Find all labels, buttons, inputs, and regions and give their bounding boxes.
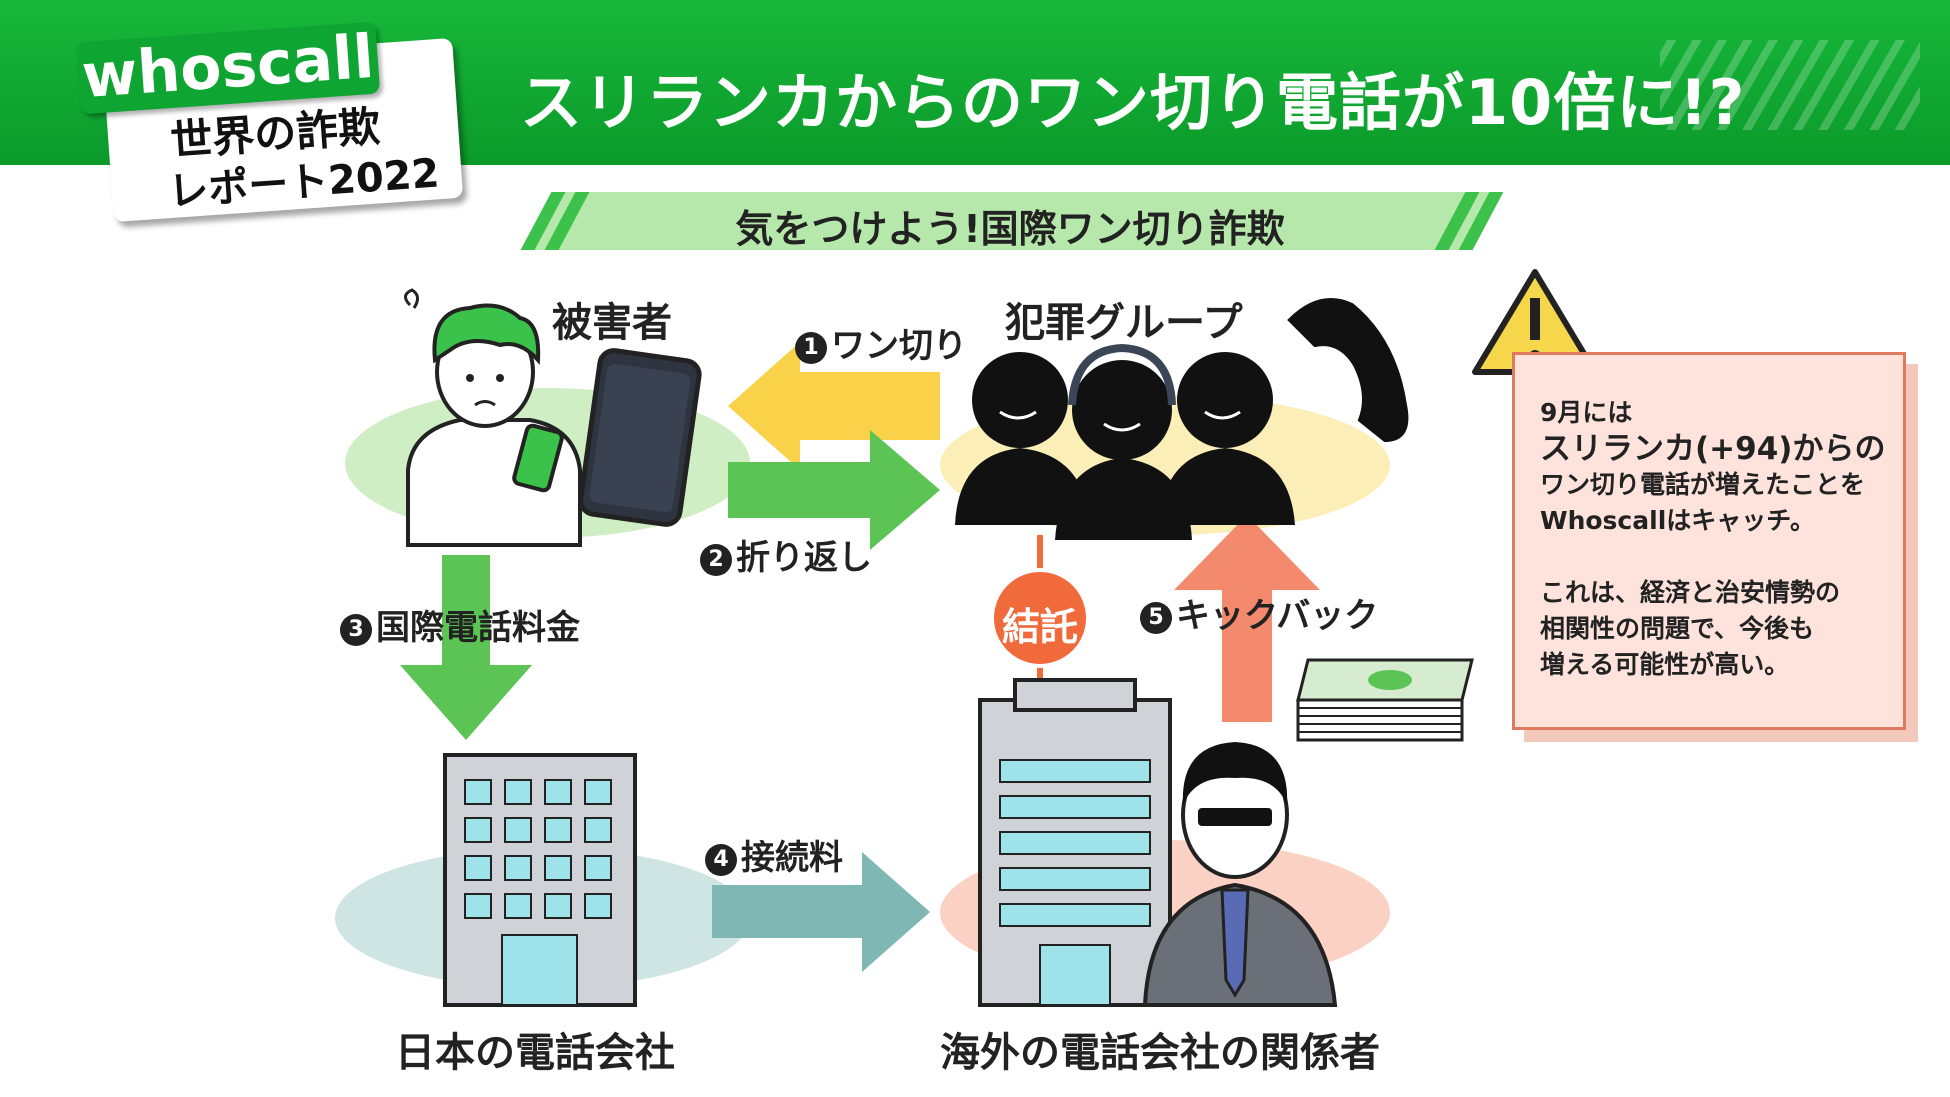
- collusion-label: 結託: [1001, 605, 1078, 649]
- banner-text: 気をつけよう!国際ワン切り詐欺: [735, 207, 1285, 251]
- victim-illustration: [404, 288, 582, 547]
- page-title: スリランカからのワン切り電話が10倍に!?: [520, 66, 1746, 139]
- arrow-step4: [712, 852, 930, 972]
- info-box: [1512, 352, 1906, 730]
- step1-text: ワン切り: [831, 326, 967, 366]
- japan-carrier-building-icon: [443, 753, 637, 1007]
- info-text: 9月には スリランカ(+94)からの ワン切り電話が増えたことを Whoscal…: [1540, 395, 1900, 683]
- step1-number: 1: [795, 331, 827, 364]
- smartphone-icon: [578, 348, 702, 527]
- info-spacer: [1540, 539, 1900, 575]
- criminal-group-illustration: [955, 343, 1295, 540]
- info-line: これは、経済と治安情勢の: [1540, 578, 1841, 607]
- japan-carrier-label: 日本の電話会社: [395, 1030, 675, 1076]
- info-line: スリランカ(+94)からの: [1540, 431, 1886, 467]
- step4-text: 接続料: [741, 838, 843, 878]
- victim-label: 被害者: [552, 300, 672, 346]
- collusion-badge: [990, 568, 1090, 668]
- phone-handset-icon: [1287, 298, 1409, 443]
- foreign-carrier-person-illustration: [1142, 742, 1338, 1007]
- step4-number: 4: [705, 843, 737, 876]
- foreign-carrier-building-icon: [978, 678, 1172, 1007]
- info-line: 増える可能性が高い。: [1540, 650, 1790, 679]
- money-stack-icon: [1296, 658, 1474, 742]
- arrow-step5: [1174, 515, 1320, 722]
- info-line: 9月には: [1540, 398, 1633, 427]
- step5-number: 5: [1140, 601, 1172, 634]
- arrow-step3: [400, 555, 532, 740]
- criminal-group-label: 犯罪グループ: [1005, 300, 1243, 346]
- foreign-carrier-label: 海外の電話会社の関係者: [940, 1030, 1380, 1076]
- subtitle-banner: [530, 192, 1490, 250]
- header-stripes-decoration: [1660, 40, 1920, 130]
- step2-text: 折り返し: [736, 538, 872, 578]
- info-line: 相関性の問題で、今後も: [1540, 614, 1815, 643]
- arrow-step2: [728, 430, 940, 550]
- step3-text: 国際電話料金: [376, 608, 580, 648]
- info-line: ワン切り電話が増えたことを: [1540, 470, 1866, 499]
- step2-number: 2: [700, 543, 732, 576]
- step5-text: キックバック: [1176, 596, 1379, 636]
- info-line: Whoscallはキャッチ。: [1540, 506, 1816, 535]
- step3-number: 3: [340, 613, 372, 646]
- arrow-step1: [728, 342, 940, 470]
